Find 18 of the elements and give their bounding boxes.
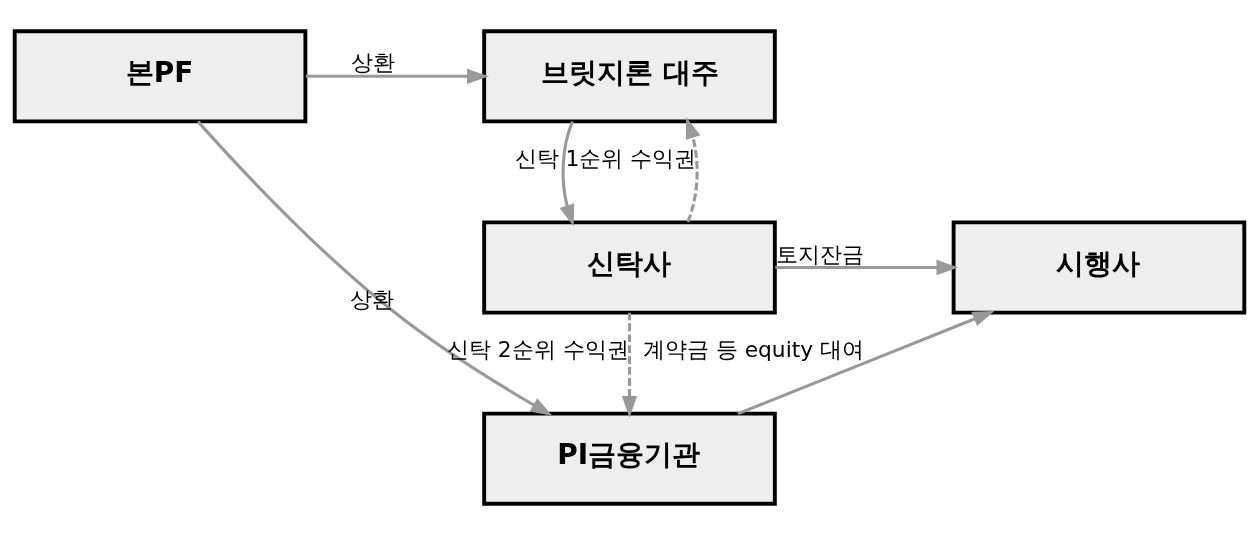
node-box: PI금융기관 xyxy=(482,411,777,506)
arrow xyxy=(775,259,959,276)
arrow xyxy=(305,68,489,84)
node-box: 신탁사 xyxy=(482,220,777,315)
edge-label: 토지잔금 xyxy=(775,241,864,267)
arrow xyxy=(559,120,575,227)
node-box: 시행사 xyxy=(951,220,1247,315)
arrow xyxy=(685,117,701,223)
edge-label: 계약금 등 equity 대여 xyxy=(642,337,864,363)
node-box: 브릿지론 대주 xyxy=(482,29,777,124)
edge-label: 신탁 1순위 수익권 xyxy=(514,145,697,171)
edge-label: 상환 xyxy=(350,286,395,312)
arrow xyxy=(196,120,553,416)
node-box: 본PF xyxy=(12,29,308,124)
arrow xyxy=(737,310,995,416)
arrow xyxy=(621,312,638,418)
edge-label: 신탁 2순위 수익권 xyxy=(446,337,629,363)
edge-label: 상환 xyxy=(350,50,395,76)
